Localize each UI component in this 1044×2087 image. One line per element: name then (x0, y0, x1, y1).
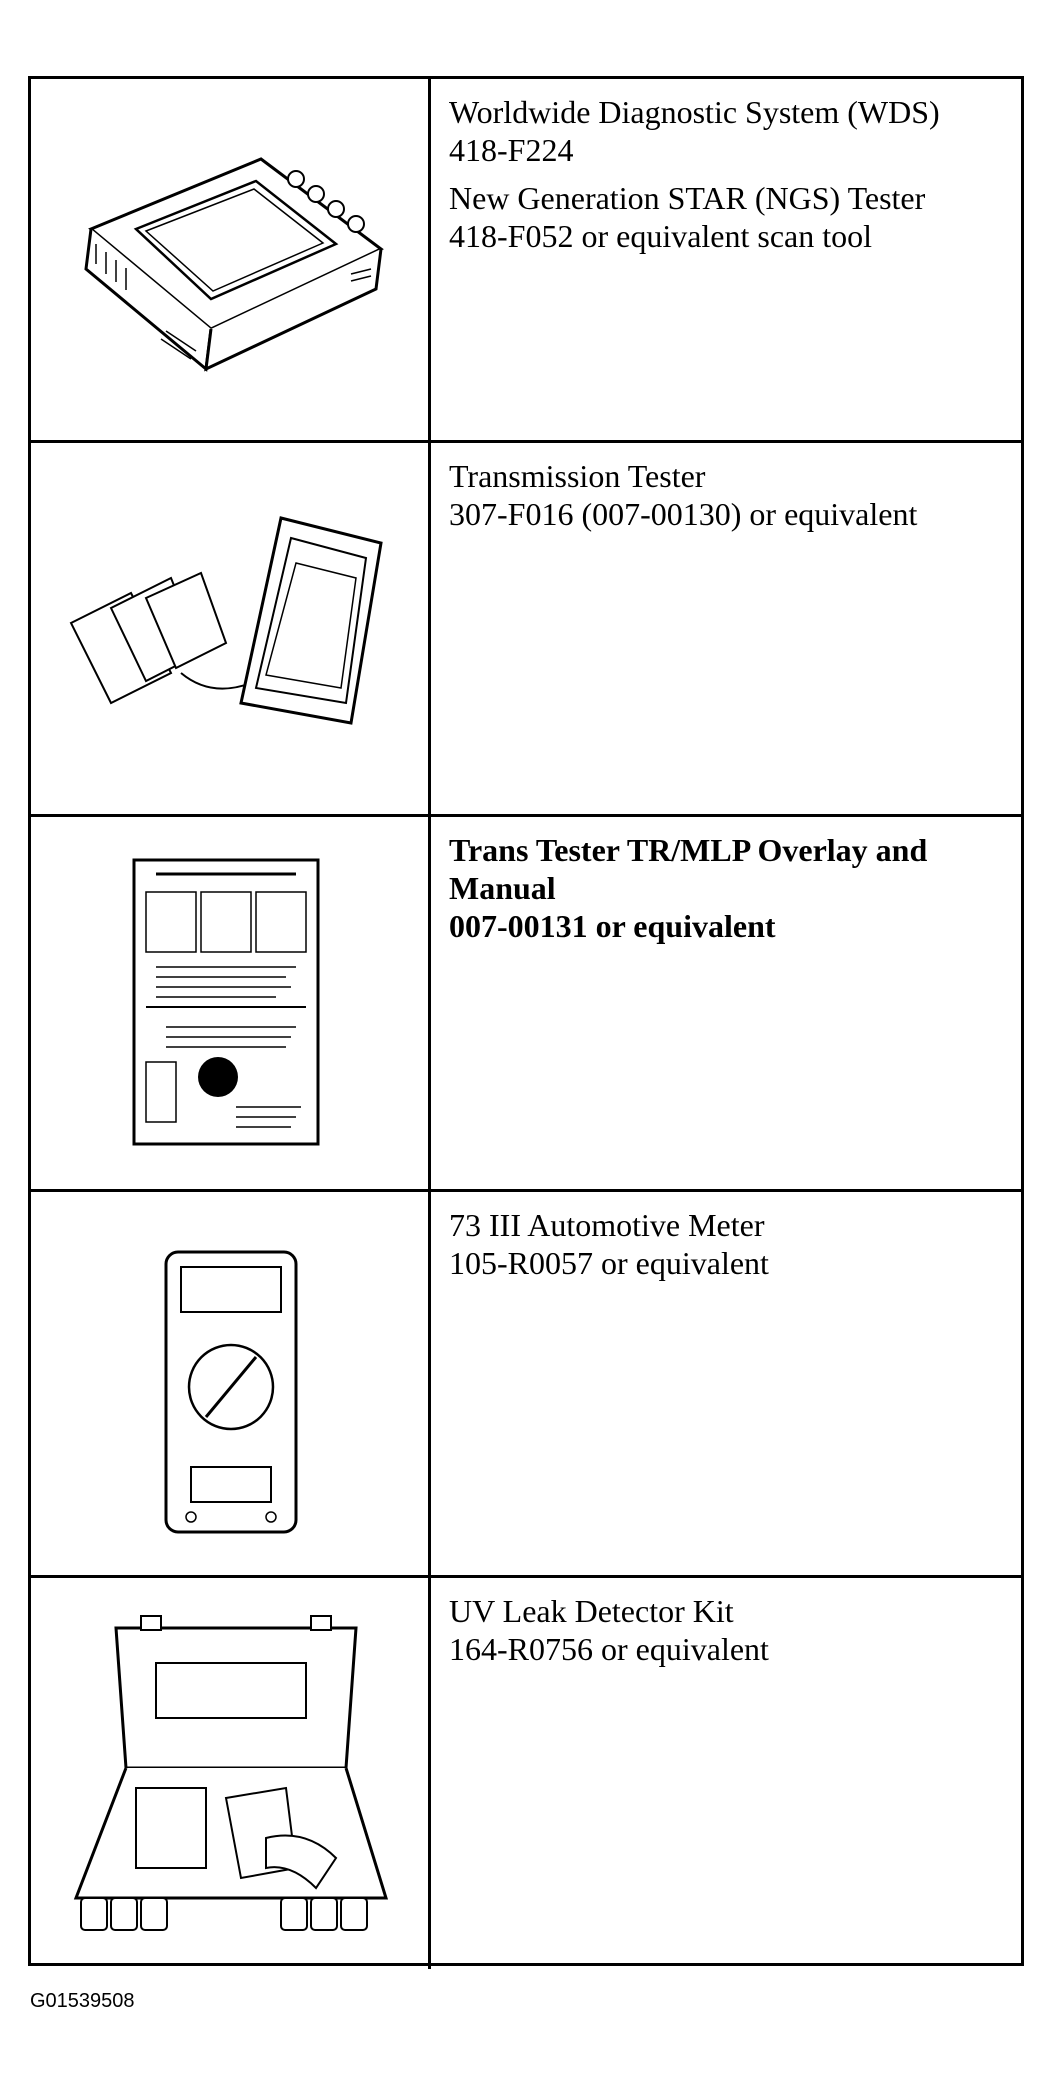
tool-name: Trans Tester TR/MLP Overlay and Manual (449, 832, 928, 906)
overlay-manual-icon (132, 858, 320, 1146)
tool-description-cell: Trans Tester TR/MLP Overlay and Manual 0… (431, 817, 1021, 1192)
special-tools-table: Worldwide Diagnostic System (WDS) 418-F2… (28, 76, 1024, 1969)
tool-part-number: 105-R0057 or equivalent (449, 1245, 769, 1281)
tool-illustration-cell (31, 817, 431, 1192)
tool-description-cell: Transmission Tester 307-F016 (007-00130)… (431, 443, 1021, 817)
scan-tool-icon (84, 157, 384, 372)
tool-description-cell: 73 III Automotive Meter 105-R0057 or equ… (431, 1192, 1021, 1578)
tool-name: Worldwide Diagnostic System (WDS) (449, 94, 940, 130)
tool-illustration-cell (31, 79, 431, 443)
tool-part-number: 418-F052 or equivalent scan tool (449, 218, 873, 254)
tool-illustration-cell (31, 1578, 431, 1969)
tool-part-number: 164-R0756 or equivalent (449, 1631, 769, 1667)
multimeter-icon (164, 1250, 298, 1534)
tool-name: UV Leak Detector Kit (449, 1593, 734, 1629)
tool-illustration-cell (31, 1192, 431, 1578)
tool-part-number: 007-00131 or equivalent (449, 908, 776, 944)
tool-description-cell: Worldwide Diagnostic System (WDS) 418-F2… (431, 79, 1021, 443)
uv-kit-icon (73, 1615, 389, 1931)
tool-name: Transmission Tester (449, 458, 706, 494)
tool-part-number: 418-F224 (449, 132, 574, 168)
figure-code: G01539508 (30, 1990, 135, 2012)
tool-illustration-cell (31, 443, 431, 817)
tool-part-number: 307-F016 (007-00130) or equivalent (449, 496, 918, 532)
tool-name: New Generation STAR (NGS) Tester (449, 180, 926, 216)
tool-name: 73 III Automotive Meter (449, 1207, 765, 1243)
transmission-tester-icon (69, 516, 383, 725)
tool-description-cell: UV Leak Detector Kit 164-R0756 or equiva… (431, 1578, 1021, 1969)
